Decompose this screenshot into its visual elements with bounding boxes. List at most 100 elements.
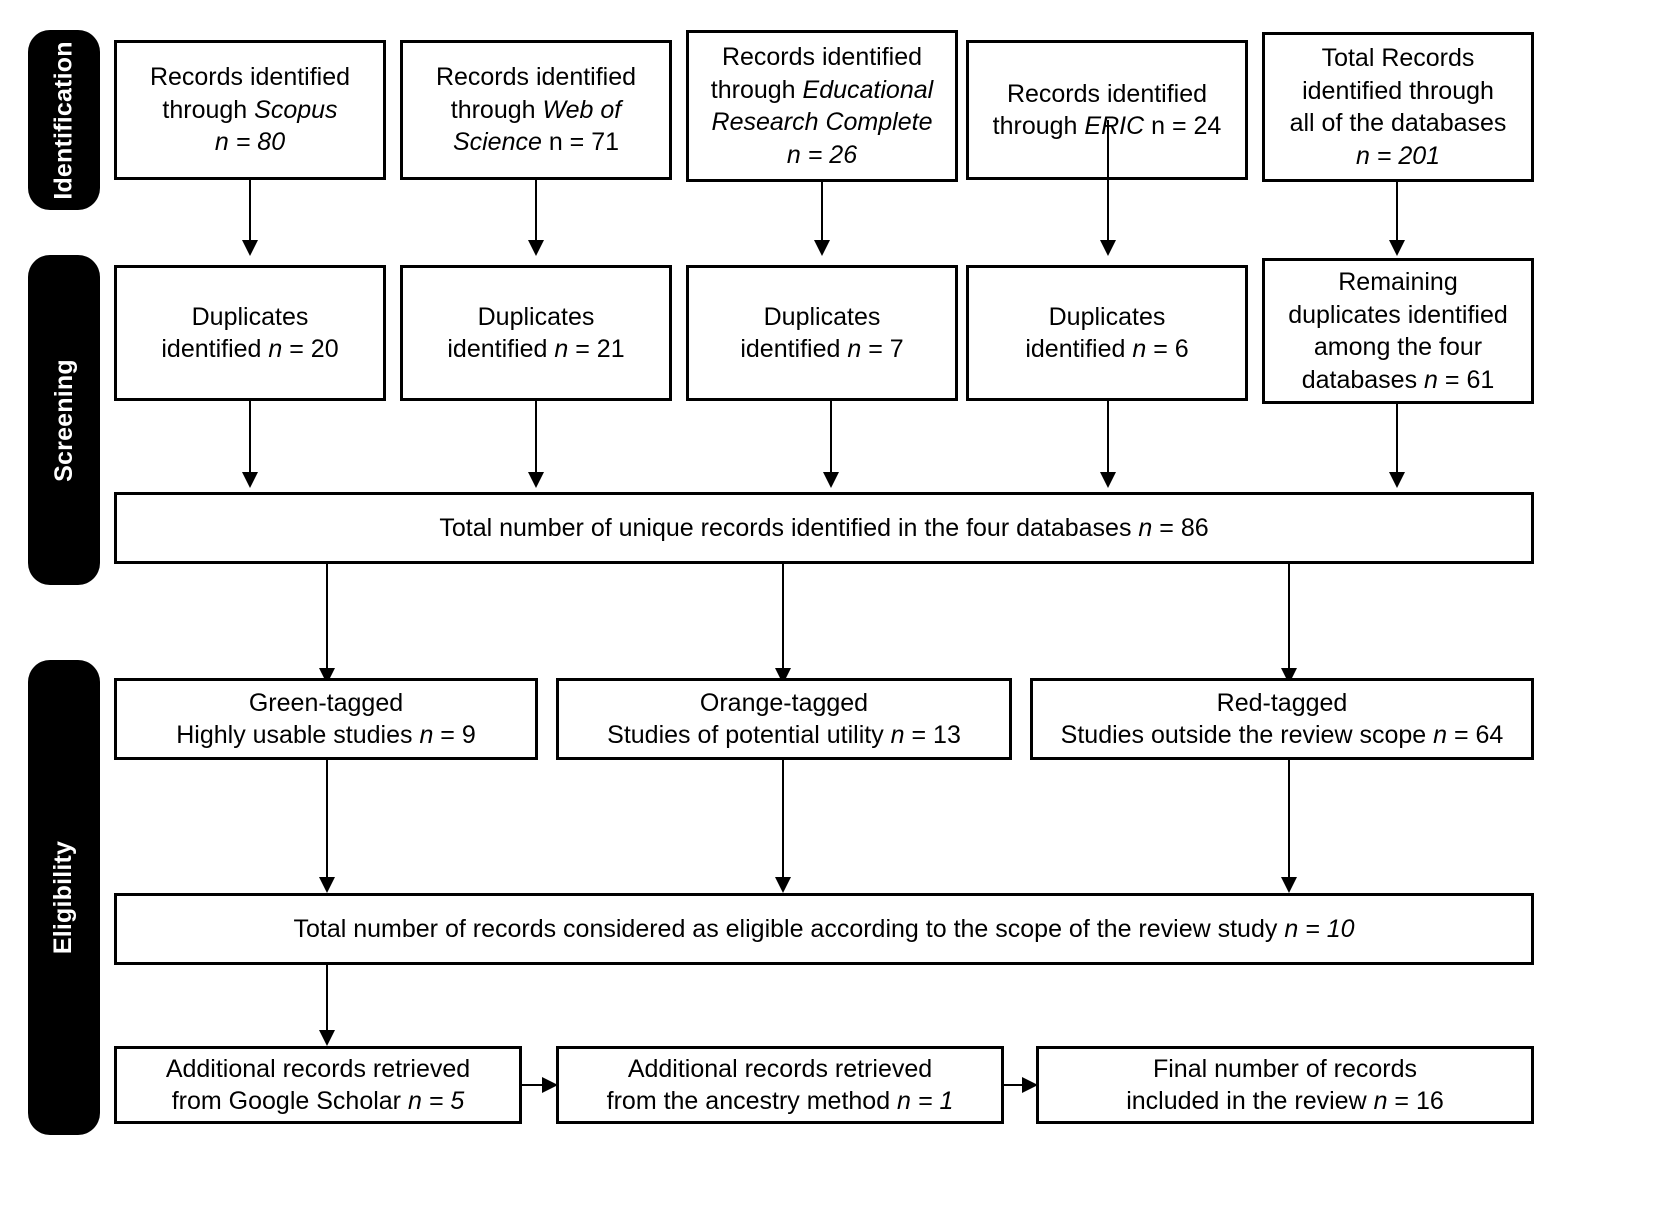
connector-ancestry-to-final <box>1004 1084 1026 1086</box>
box-red-tagged-line1: Red-tagged <box>1216 688 1348 717</box>
box-red-tagged: Red-tagged Studies outside the review sc… <box>1030 678 1534 760</box>
arrowhead-eric-to-dup <box>1100 240 1116 256</box>
box-red-tagged-count: = 64 <box>1447 721 1504 749</box>
arrowhead-dup-remaining-to-unique <box>1389 472 1405 488</box>
box-duplicates-remaining-line3: among the four <box>1313 333 1483 361</box>
box-records-total-count: n = 201 <box>1355 141 1441 170</box>
box-records-wos-line1: Records identified <box>435 63 637 92</box>
box-duplicates-wos-line1: Duplicates <box>477 302 595 331</box>
box-records-wos-count: n = 71 <box>541 128 620 157</box>
connector-unique-to-green <box>326 564 328 669</box>
box-duplicates-scopus-line1: Duplicates <box>191 302 309 331</box>
connector-dup-eric-to-unique <box>1107 401 1109 473</box>
box-additional-ancestry: Additional records retrieved from the an… <box>556 1046 1004 1124</box>
box-green-tagged: Green-tagged Highly usable studies n = 9 <box>114 678 538 760</box>
arrowhead-dup-scopus-to-unique <box>242 472 258 488</box>
box-duplicates-erc-line1: Duplicates <box>763 302 881 331</box>
box-records-eric: Records identified through ERIC n = 24 <box>966 40 1248 180</box>
box-records-erc: Records identified through Educational R… <box>686 30 958 182</box>
box-final-included: Final number of records included in the … <box>1036 1046 1534 1124</box>
box-final-included-n: n <box>1373 1087 1388 1115</box>
connector-eligible-to-google-scholar <box>326 965 328 1031</box>
box-red-tagged-n: n <box>1433 721 1448 749</box>
box-duplicates-remaining: Remaining duplicates identified among th… <box>1262 258 1534 404</box>
box-records-erc-source-b: Research Complete <box>711 108 933 136</box>
box-orange-tagged-n: n <box>890 721 905 749</box>
box-duplicates-erc-count: = 7 <box>861 335 904 363</box>
box-duplicates-eric-line1: Duplicates <box>1048 302 1166 331</box>
box-records-erc-line2-pre: through <box>710 75 803 104</box>
stage-label-identification-text: Identification <box>49 40 78 200</box>
bar-total-unique-records-count: = 86 <box>1152 513 1209 542</box>
bar-total-eligible-records-n: n = 10 <box>1284 914 1355 943</box>
connector-unique-to-orange <box>782 564 784 669</box>
arrowhead-google-scholar-to-ancestry <box>542 1077 558 1093</box>
arrowhead-orange-to-eligible <box>775 877 791 893</box>
connector-scopus-to-dup <box>249 180 251 242</box>
box-duplicates-eric-n: n <box>1132 335 1147 363</box>
bar-total-eligible-records: Total number of records considered as el… <box>114 893 1534 965</box>
bar-total-unique-records-text-pre: Total number of unique records identifie… <box>439 513 1139 542</box>
box-records-scopus-line1: Records identified <box>149 63 351 92</box>
box-additional-ancestry-line1: Additional records retrieved <box>627 1054 933 1083</box>
box-duplicates-scopus-n: n <box>268 335 283 363</box>
box-records-total-line3: all of the databases <box>1289 109 1507 137</box>
connector-red-to-eligible <box>1288 760 1290 878</box>
box-duplicates-wos: Duplicates identified n = 21 <box>400 265 672 401</box>
stage-label-eligibility: Eligibility <box>28 660 100 1135</box>
box-records-scopus-count: n = 80 <box>214 128 286 157</box>
box-duplicates-eric-count: = 6 <box>1146 335 1189 363</box>
box-additional-google-scholar: Additional records retrieved from Google… <box>114 1046 522 1124</box>
box-additional-google-scholar-line2-pre: from Google Scholar <box>171 1087 408 1115</box>
connector-total-to-dup <box>1396 182 1398 242</box>
connector-dup-scopus-to-unique <box>249 401 251 473</box>
box-records-scopus-line2-pre: through <box>162 95 255 124</box>
box-duplicates-erc-n: n <box>847 335 862 363</box>
box-duplicates-scopus-line2-pre: identified <box>161 335 269 363</box>
box-duplicates-scopus-count: = 20 <box>282 335 339 363</box>
box-final-included-line1: Final number of records <box>1152 1054 1417 1083</box>
connector-dup-erc-to-unique <box>830 401 832 473</box>
box-green-tagged-line2-pre: Highly usable studies <box>176 721 420 749</box>
box-records-eric-count: n = 24 <box>1144 112 1222 140</box>
arrowhead-eligible-to-google-scholar <box>319 1030 335 1046</box>
box-records-eric-source: ERIC <box>1084 112 1145 140</box>
arrowhead-ancestry-to-final <box>1022 1077 1038 1093</box>
arrowhead-green-to-eligible <box>319 877 335 893</box>
connector-orange-to-eligible <box>782 760 784 878</box>
box-duplicates-erc-line2-pre: identified <box>740 335 848 363</box>
box-green-tagged-n: n <box>419 721 434 749</box>
arrowhead-scopus-to-dup <box>242 240 258 256</box>
box-records-wos-source-a: Web of <box>542 95 622 124</box>
box-duplicates-wos-n: n <box>554 335 569 363</box>
box-duplicates-remaining-line1: Remaining <box>1338 268 1458 296</box>
box-records-eric-line1: Records identified <box>1006 79 1208 108</box>
connector-wos-to-dup <box>535 180 537 242</box>
box-duplicates-remaining-n: n <box>1424 365 1438 394</box>
bar-total-eligible-records-text-pre: Total number of records considered as el… <box>293 914 1285 943</box>
bar-total-unique-records: Total number of unique records identifie… <box>114 492 1534 564</box>
connector-google-scholar-to-ancestry <box>522 1084 546 1086</box>
box-duplicates-remaining-line4-pre: databases <box>1301 365 1425 394</box>
connector-green-to-eligible <box>326 760 328 878</box>
box-orange-tagged-line2-pre: Studies of potential utility <box>607 721 891 749</box>
box-duplicates-remaining-line2: duplicates identified <box>1288 300 1508 329</box>
connector-eric-to-dup <box>1107 120 1109 242</box>
arrowhead-red-to-eligible <box>1281 877 1297 893</box>
box-duplicates-wos-line2-pre: identified <box>447 335 555 363</box>
box-orange-tagged: Orange-tagged Studies of potential utili… <box>556 678 1012 760</box>
stage-label-screening: Screening <box>28 255 100 585</box>
box-final-included-line2-pre: included in the review <box>1126 1087 1374 1115</box>
box-final-included-count: = 16 <box>1387 1087 1444 1115</box>
box-additional-google-scholar-n: n = 5 <box>407 1087 465 1115</box>
box-duplicates-scopus: Duplicates identified n = 20 <box>114 265 386 401</box>
box-records-wos-source-b: Science <box>452 128 542 157</box>
arrowhead-dup-erc-to-unique <box>823 472 839 488</box>
box-records-scopus-source: Scopus <box>254 95 338 124</box>
box-records-total-line1: Total Records <box>1321 44 1475 72</box>
box-records-erc-source-a: Educational <box>802 75 934 104</box>
box-records-wos: Records identified through Web of Scienc… <box>400 40 672 180</box>
box-duplicates-eric: Duplicates identified n = 6 <box>966 265 1248 401</box>
box-additional-google-scholar-line1: Additional records retrieved <box>165 1054 471 1083</box>
